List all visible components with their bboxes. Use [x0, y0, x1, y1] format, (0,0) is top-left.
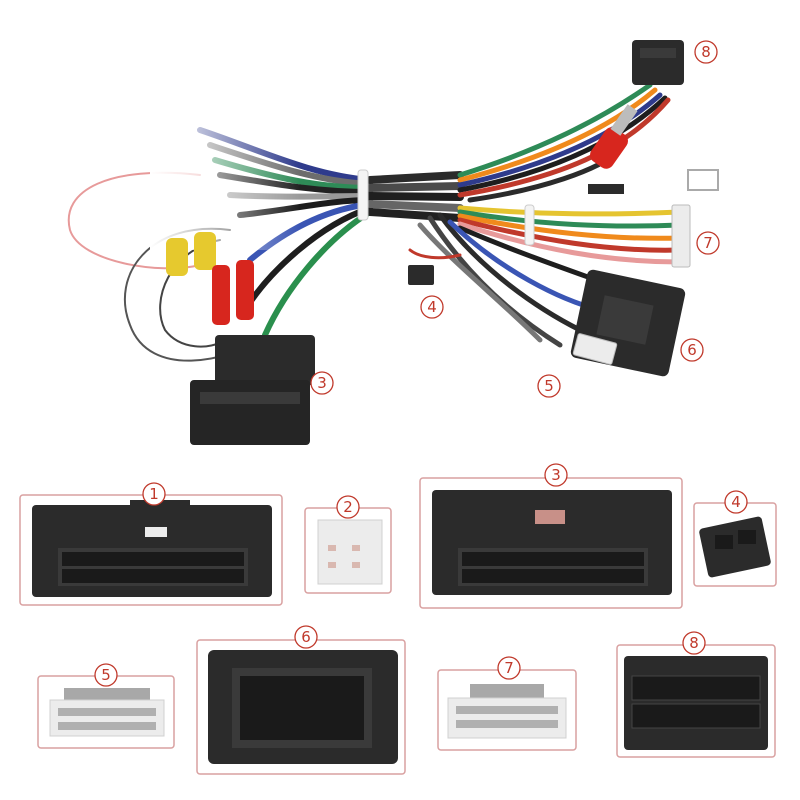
- panel-label-1: 1: [149, 485, 159, 503]
- svg-text:6: 6: [687, 341, 697, 359]
- svg-text:8: 8: [701, 43, 711, 61]
- rca-yellow-plugs: [166, 232, 216, 276]
- svg-text:5: 5: [544, 377, 554, 395]
- panel-connector-5: 5: [37, 663, 175, 749]
- harness-label-8: 8: [694, 40, 718, 64]
- harness-label-6: 6: [680, 338, 704, 362]
- panel-label-4: 4: [731, 493, 741, 511]
- photo-blur-mask: [150, 110, 300, 250]
- panel-label-8: 8: [689, 634, 699, 652]
- harness-connector-7: [671, 204, 691, 268]
- harness-label-7: 7: [696, 231, 720, 255]
- panel-label-5: 5: [101, 666, 111, 684]
- svg-text:4: 4: [427, 298, 437, 316]
- rca-red-plug: [590, 104, 638, 169]
- panel-label-3: 3: [551, 466, 561, 484]
- harness-connector-3: [190, 335, 315, 445]
- harness-label-3: 3: [310, 371, 334, 395]
- panel-connector-6: 6: [196, 625, 406, 775]
- cable-tie: [524, 204, 535, 246]
- panel-connector-2: 2: [304, 495, 392, 594]
- panel-connector-4: 4: [693, 490, 777, 587]
- harness-connector-6: [570, 269, 686, 377]
- harness-connector-4: [408, 265, 434, 285]
- spare-terminals: [588, 169, 719, 194]
- panel-connector-8: 8: [616, 631, 776, 758]
- rca-red-plugs-left: [212, 260, 254, 325]
- panel-connector-3: 3: [419, 463, 683, 609]
- svg-text:3: 3: [317, 374, 327, 392]
- harness-connector-5: [572, 333, 618, 365]
- panel-connector-1: 1: [19, 482, 283, 606]
- harness-label-5: 5: [537, 374, 561, 398]
- harness-connector-8: [632, 40, 684, 85]
- pin-grid: [62, 552, 244, 583]
- panel-label-2: 2: [343, 498, 353, 516]
- panel-label-6: 6: [301, 628, 311, 646]
- cable-tie: [357, 169, 369, 221]
- panel-label-7: 7: [504, 659, 514, 677]
- harness-label-4: 4: [420, 295, 444, 319]
- panel-connector-7: 7: [437, 656, 577, 751]
- svg-text:7: 7: [703, 234, 713, 252]
